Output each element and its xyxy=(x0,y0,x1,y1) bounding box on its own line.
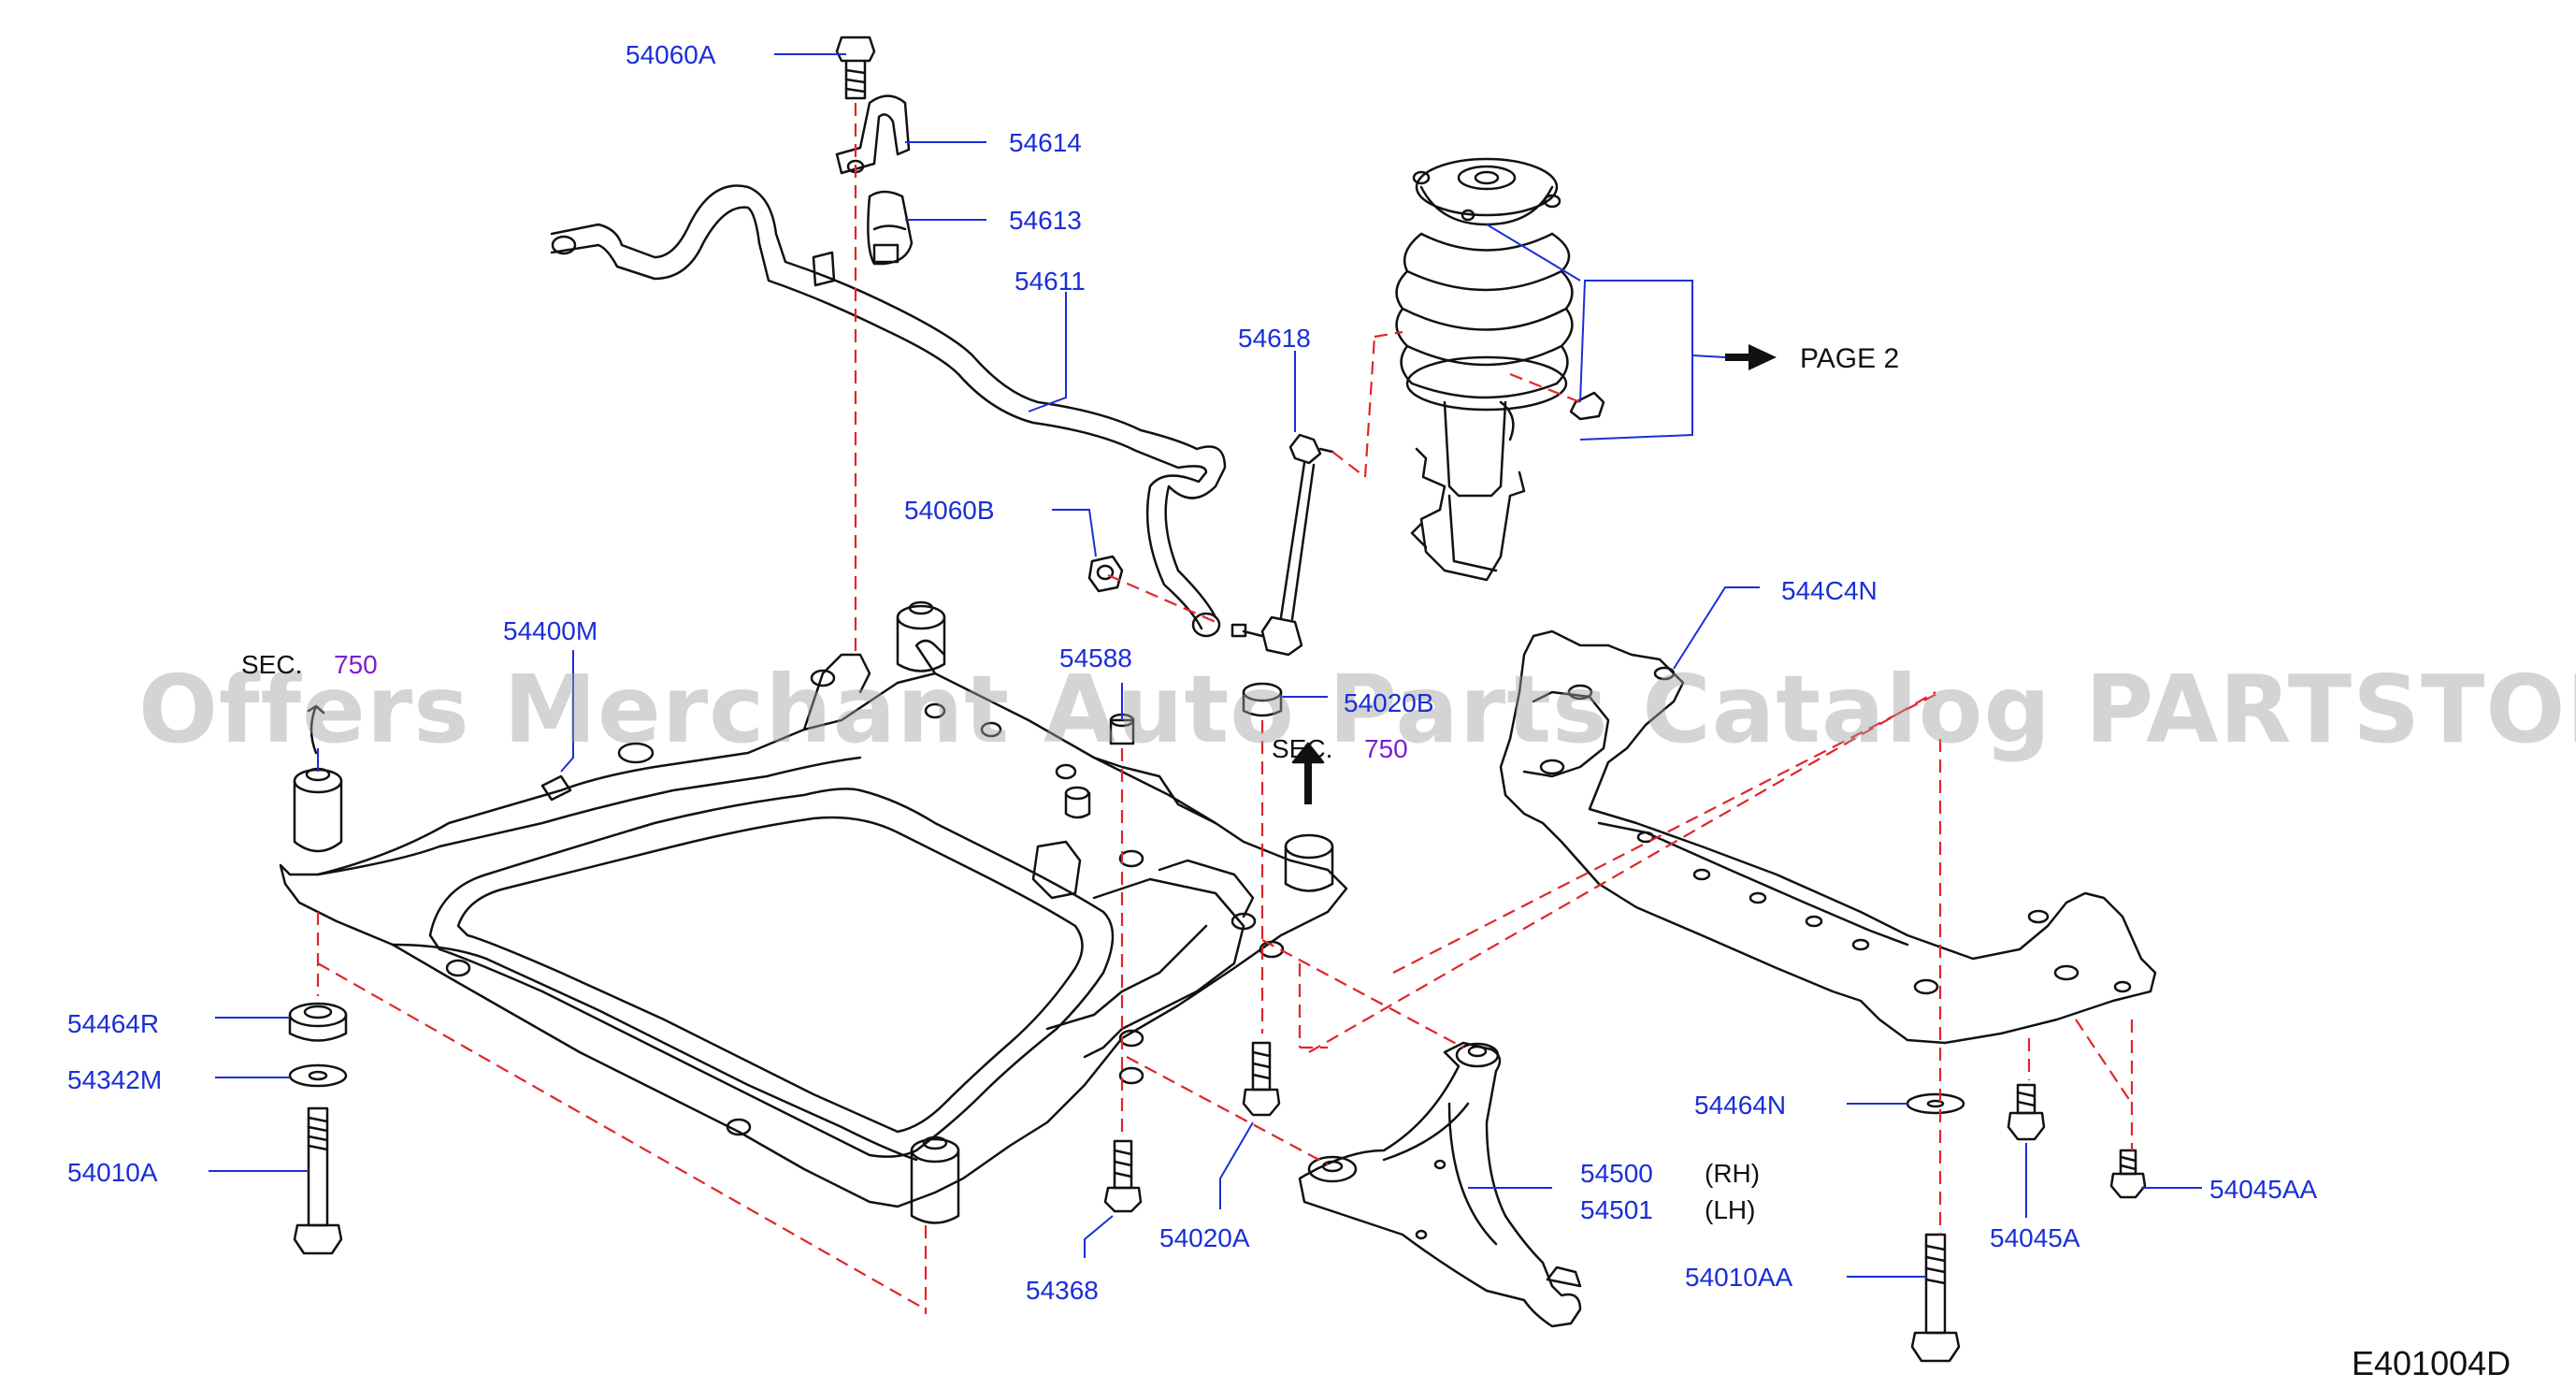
label-rh: (RH) xyxy=(1705,1159,1761,1188)
clamp-54614 xyxy=(835,94,911,175)
label-54010A[interactable]: 54010A xyxy=(67,1158,158,1187)
drawing-id: E401004D xyxy=(2352,1344,2511,1382)
label-54400M[interactable]: 54400M xyxy=(503,616,598,645)
bolt-54010A xyxy=(293,1106,343,1255)
page-reference[interactable]: PAGE 2 xyxy=(1800,343,1900,374)
label-54010AA[interactable]: 54010AA xyxy=(1685,1263,1793,1292)
bolt-54020A xyxy=(1242,1041,1281,1117)
label-544C4N[interactable]: 544C4N xyxy=(1781,576,1878,605)
label-54045AA[interactable]: 54045AA xyxy=(2209,1175,2318,1204)
section-ref-right-number[interactable]: 750 xyxy=(1364,734,1408,763)
section-arrow-left xyxy=(307,704,325,755)
stabilizer-link xyxy=(1230,433,1334,657)
bushing-54613 xyxy=(867,190,914,266)
stabilizer-bar xyxy=(550,184,1227,638)
section-arrow-right xyxy=(1291,742,1325,804)
label-54368[interactable]: 54368 xyxy=(1026,1276,1099,1305)
label-54464R[interactable]: 54464R xyxy=(67,1009,160,1038)
leader-lines xyxy=(209,53,2202,1278)
watermark: Offers Merchant Auto Parts Catalog PARTS… xyxy=(138,655,2576,764)
label-54060B[interactable]: 54060B xyxy=(904,496,995,525)
nut-54060B xyxy=(1087,555,1124,593)
bolt-54368 xyxy=(1103,1139,1143,1213)
label-54613[interactable]: 54613 xyxy=(1009,206,1082,235)
bolt-54010AA xyxy=(1910,1233,1961,1363)
front-crossmember xyxy=(279,600,1348,1224)
section-ref-left-prefix: SEC. xyxy=(241,650,303,679)
label-54342M[interactable]: 54342M xyxy=(67,1065,163,1094)
label-54464N[interactable]: 54464N xyxy=(1694,1091,1787,1120)
label-54501[interactable]: 54501 xyxy=(1580,1195,1653,1224)
section-ref-left-number[interactable]: 750 xyxy=(334,650,378,679)
washer-54464N xyxy=(1906,1092,1965,1115)
label-lh: (LH) xyxy=(1705,1195,1756,1224)
bolt-54060A xyxy=(835,36,876,100)
bushing-54020B xyxy=(1242,682,1283,717)
label-54611[interactable]: 54611 xyxy=(1015,267,1086,296)
lower-arm xyxy=(1298,1041,1582,1328)
alignment-lines xyxy=(316,103,2134,1314)
label-54618[interactable]: 54618 xyxy=(1238,324,1311,353)
bolt-54045AA xyxy=(2109,1149,2147,1199)
mount-rubber-54464R xyxy=(288,1002,348,1042)
label-54588[interactable]: 54588 xyxy=(1059,643,1132,672)
label-54614[interactable]: 54614 xyxy=(1009,128,1082,157)
label-54060A[interactable]: 54060A xyxy=(626,40,716,69)
label-54020A[interactable]: 54020A xyxy=(1159,1223,1250,1252)
section-ref-right-prefix: SEC. xyxy=(1272,734,1333,763)
bolt-54045A xyxy=(2007,1083,2046,1141)
label-54045A[interactable]: 54045A xyxy=(1990,1223,2080,1252)
label-54500[interactable]: 54500 xyxy=(1580,1159,1653,1188)
label-54020B[interactable]: 54020B xyxy=(1344,688,1434,717)
washer-54342M xyxy=(288,1063,348,1088)
strut-assembly xyxy=(1395,157,1605,582)
member-544C4N xyxy=(1499,629,2157,1045)
page-ref-arrow xyxy=(1725,344,1777,370)
